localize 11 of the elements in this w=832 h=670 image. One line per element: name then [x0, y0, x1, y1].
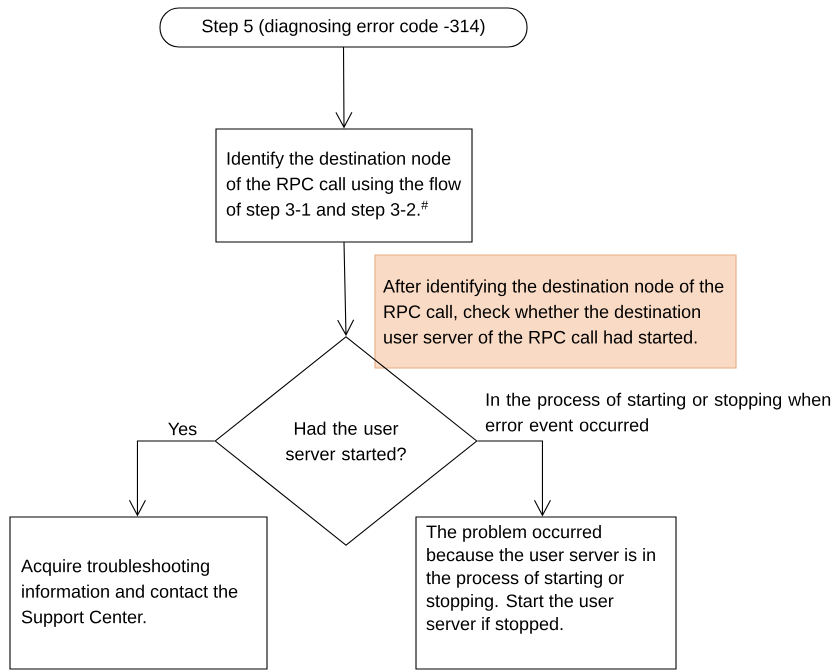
arrow [335, 48, 352, 128]
terminal-box: Step 5 (diagnosing error code -314) [159, 7, 528, 48]
edge-label: In the process of starting or stopping when error event occurred [486, 392, 830, 432]
process-box: Identify the destination node of the RPC call using the flow of step 3-1 and step 3-2.$^{#}$ [215, 128, 473, 243]
arrow [337, 242, 354, 336]
arrow [128, 440, 214, 516]
note-box: After identifying the destination node of the RPC call, check whether the destination user server of the RPC call had started. [374, 254, 737, 369]
process-box: Acquire troubleshooting information and contact the Support Center. [9, 516, 268, 670]
process-box: The problem occurred because the user server is in the process of starting or stopping. Start the user server if stopped. [415, 516, 677, 670]
arrow [478, 440, 551, 516]
edge-label: Yes [168, 422, 196, 436]
